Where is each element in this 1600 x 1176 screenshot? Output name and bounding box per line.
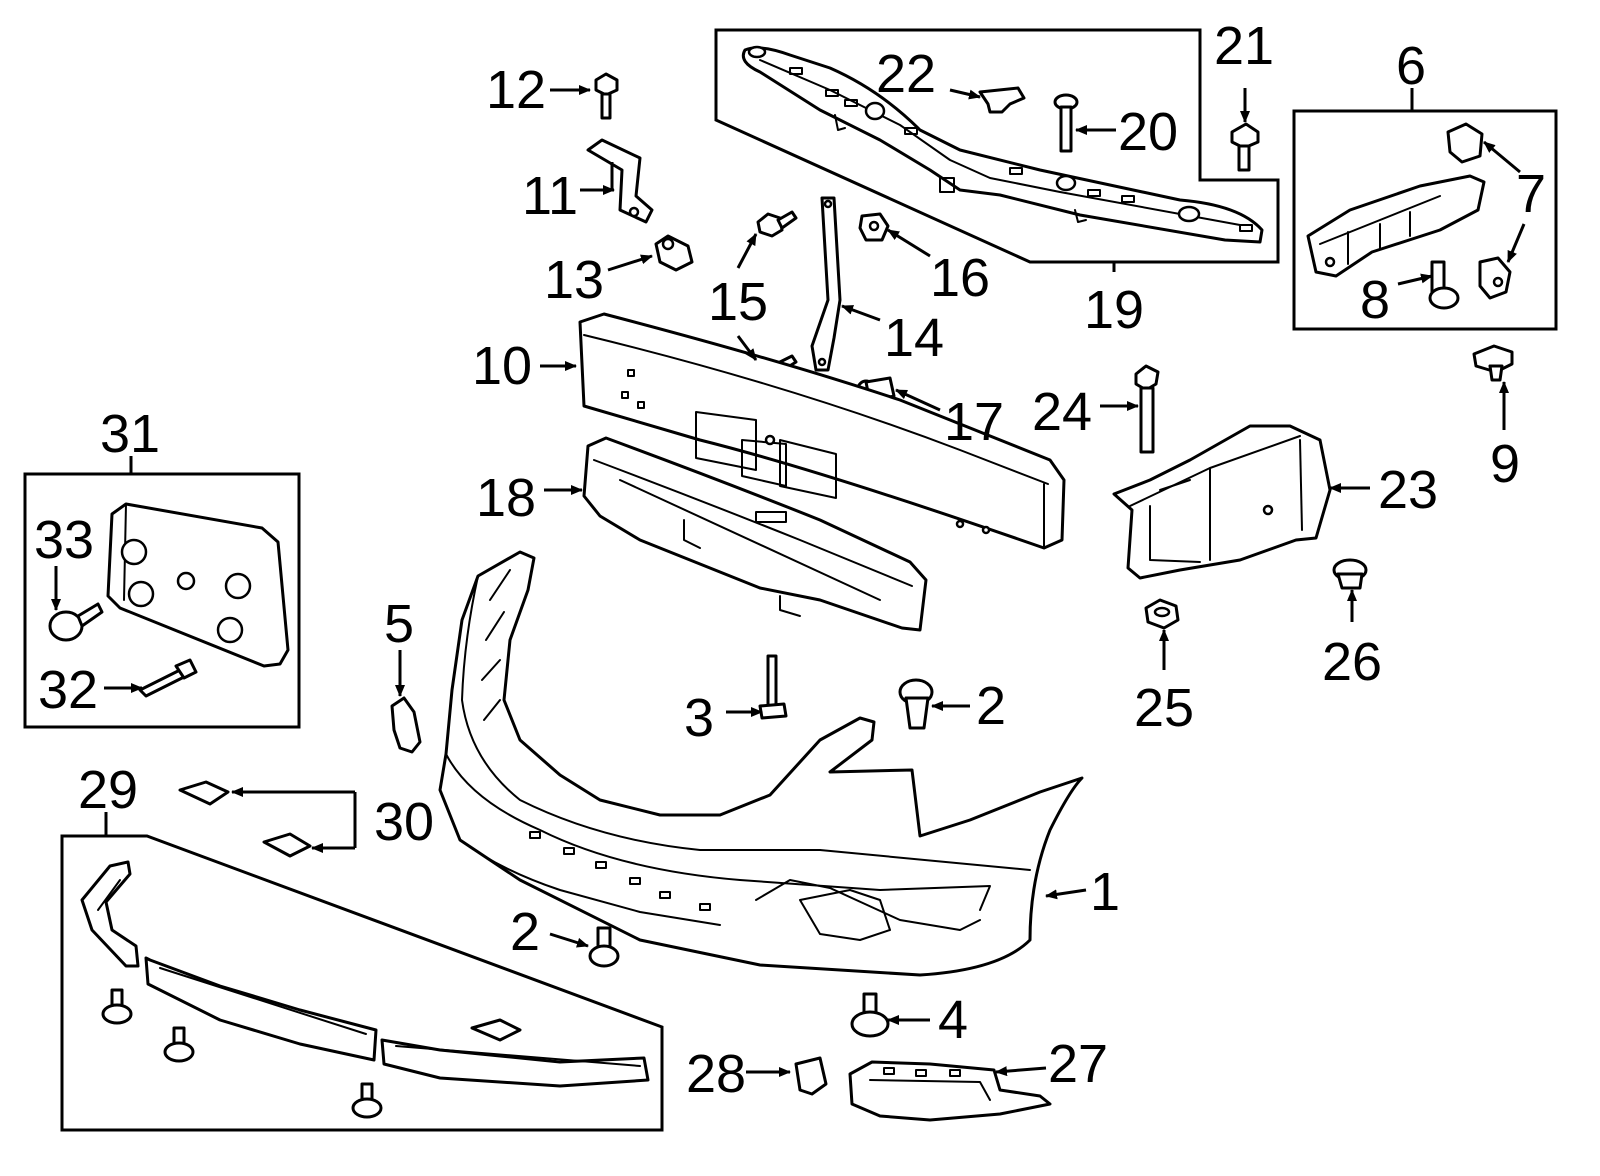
part-26-push-pin xyxy=(1332,558,1368,590)
part-32-rivet xyxy=(138,658,198,698)
part-19-upper-tie-bar xyxy=(741,45,1264,244)
callout-14: 14 xyxy=(884,308,944,368)
part-9-push-pin xyxy=(1472,344,1514,382)
callout-13: 13 xyxy=(544,250,604,310)
part-7-clip-upper xyxy=(1446,122,1484,164)
callout-5: 5 xyxy=(384,594,414,654)
part-1-bumper-cover xyxy=(438,550,1084,977)
part-13-nut-clip xyxy=(654,234,694,272)
callout-29: 29 xyxy=(78,760,138,820)
part-20-bolt xyxy=(1053,93,1079,153)
part-25-nut xyxy=(1144,598,1180,630)
callout-9: 9 xyxy=(1490,434,1520,494)
part-6-guide-bracket xyxy=(1306,174,1486,278)
callout-30: 30 xyxy=(374,792,434,852)
box-6 xyxy=(1292,109,1558,331)
callout-10: 10 xyxy=(472,336,532,396)
callout-4: 4 xyxy=(938,990,968,1050)
callout-19: 19 xyxy=(1084,280,1144,340)
callout-16: 16 xyxy=(930,248,990,308)
callout-2-lower: 2 xyxy=(510,902,540,962)
callout-17: 17 xyxy=(944,392,1004,452)
callout-6: 6 xyxy=(1396,36,1426,96)
part-27-lower-grille xyxy=(848,1060,1052,1122)
part-29-deflector-end xyxy=(80,860,140,968)
box-29 xyxy=(60,834,664,1132)
part-3-pin xyxy=(758,654,788,720)
part-10-impact-bar xyxy=(578,312,1066,550)
callout-18: 18 xyxy=(476,468,536,528)
callout-25: 25 xyxy=(1134,678,1194,738)
part-14-brace xyxy=(810,196,842,372)
part-12-bolt xyxy=(594,72,619,120)
callout-33: 33 xyxy=(34,510,94,570)
callout-7: 7 xyxy=(1516,164,1546,224)
callout-22: 22 xyxy=(876,44,936,104)
part-22-clip xyxy=(978,86,1026,114)
part-11-bracket xyxy=(586,138,654,224)
part-16-clip xyxy=(858,212,890,242)
callout-11: 11 xyxy=(522,166,578,226)
part-8-bolt xyxy=(1428,260,1460,310)
callout-12: 12 xyxy=(486,60,546,120)
callout-27: 27 xyxy=(1048,1034,1108,1094)
callout-23: 23 xyxy=(1378,460,1438,520)
part-7-clip-lower xyxy=(1478,256,1512,300)
part-15-bolt-upper xyxy=(756,210,798,238)
callout-21: 21 xyxy=(1214,16,1274,76)
callout-1: 1 xyxy=(1090,862,1120,922)
part-33-screw xyxy=(48,602,104,642)
callout-labels: 1 2 2 3 4 5 6 7 8 9 10 11 12 13 14 15 16… xyxy=(34,16,1546,1104)
part-23-bracket xyxy=(1112,424,1332,580)
part-18-energy-absorber xyxy=(582,436,928,632)
part-29-deflector-center xyxy=(144,956,378,1062)
part-4-bolt xyxy=(850,992,890,1038)
callout-28: 28 xyxy=(686,1044,746,1104)
callout-15: 15 xyxy=(708,272,768,332)
callout-8: 8 xyxy=(1360,270,1390,330)
part-28-clip xyxy=(794,1056,828,1096)
callout-2-upper: 2 xyxy=(976,676,1006,736)
part-29-clip xyxy=(470,1018,522,1042)
part-5-bracket xyxy=(390,696,422,754)
callout-3: 3 xyxy=(684,688,714,748)
part-29-bolt-2 xyxy=(163,1026,195,1063)
part-2-push-pin-lower xyxy=(588,926,620,968)
part-29-bolt-1 xyxy=(101,988,133,1025)
callout-26: 26 xyxy=(1322,632,1382,692)
part-21-bolt xyxy=(1230,122,1260,172)
part-29-bolt-3 xyxy=(351,1082,383,1119)
callout-32: 32 xyxy=(38,660,98,720)
callout-31: 31 xyxy=(100,404,160,464)
part-30-clip-lower xyxy=(262,832,312,858)
part-29-deflector-side xyxy=(380,1038,650,1088)
callout-20: 20 xyxy=(1118,102,1178,162)
leader-lines xyxy=(51,85,1526,1077)
box-31 xyxy=(23,472,301,729)
box-19 xyxy=(714,28,1280,264)
part-24-long-bolt xyxy=(1134,364,1160,454)
part-2-push-pin-upper xyxy=(898,678,934,730)
part-30-clip-upper xyxy=(178,780,230,806)
callout-24: 24 xyxy=(1032,382,1092,442)
part-31-license-bracket xyxy=(106,502,290,668)
